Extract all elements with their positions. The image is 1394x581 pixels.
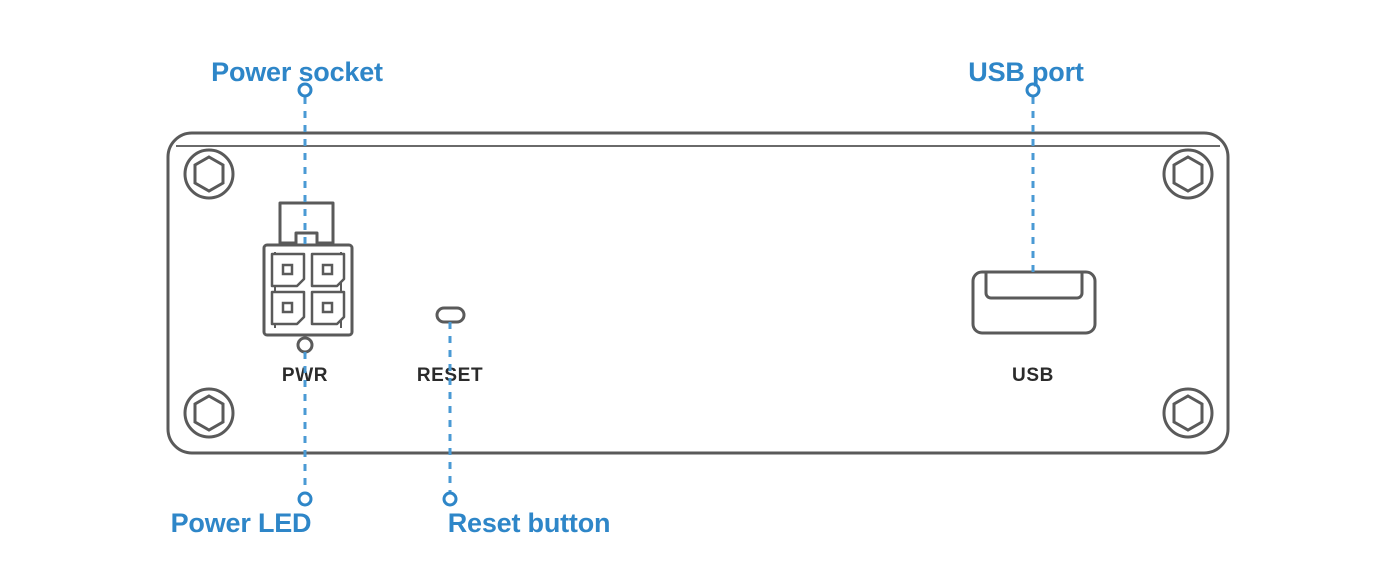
callout-node-reset-button [442, 491, 458, 507]
power-led-indicator [296, 336, 314, 354]
callout-label-power-led: Power LED [171, 508, 312, 538]
panel-label-usb: USB [1012, 365, 1054, 386]
screw-bottom-left [183, 387, 235, 439]
screw-top-right [1162, 148, 1214, 200]
callout-label-reset-button: Reset button [448, 508, 611, 538]
screw-bottom-right [1162, 387, 1214, 439]
callout-label-power-socket: Power socket [211, 57, 383, 87]
callout-reset-button: Reset button [442, 322, 611, 538]
screw-top-left [183, 148, 235, 200]
callout-label-usb-port: USB port [968, 57, 1084, 87]
callout-node-usb-port [1025, 82, 1041, 98]
connector-pin-2 [321, 263, 334, 276]
usb-port-tongue [984, 270, 1084, 300]
connector-pin-1 [281, 263, 294, 276]
callout-node-power-led [297, 491, 313, 507]
connector-pin-4 [321, 301, 334, 314]
hex-socket-icon [1172, 394, 1204, 432]
usb-port[interactable] [971, 270, 1097, 335]
reset-button[interactable] [435, 306, 466, 324]
callout-power-led: Power LED [171, 352, 313, 538]
faceplate-outline [166, 131, 1230, 455]
power-socket-connector[interactable] [262, 201, 354, 337]
hex-socket-icon [193, 155, 225, 193]
rear-panel-faceplate [166, 131, 1230, 455]
panel-label-pwr: PWR [282, 365, 328, 386]
callout-power-socket: Power socket [211, 57, 383, 247]
panel-label-reset: RESET [417, 365, 483, 386]
hex-socket-icon [193, 394, 225, 432]
hex-socket-icon [1172, 155, 1204, 193]
callout-usb-port: USB port [968, 57, 1084, 276]
callout-node-power-socket [297, 82, 313, 98]
connector-pin-3 [281, 301, 294, 314]
